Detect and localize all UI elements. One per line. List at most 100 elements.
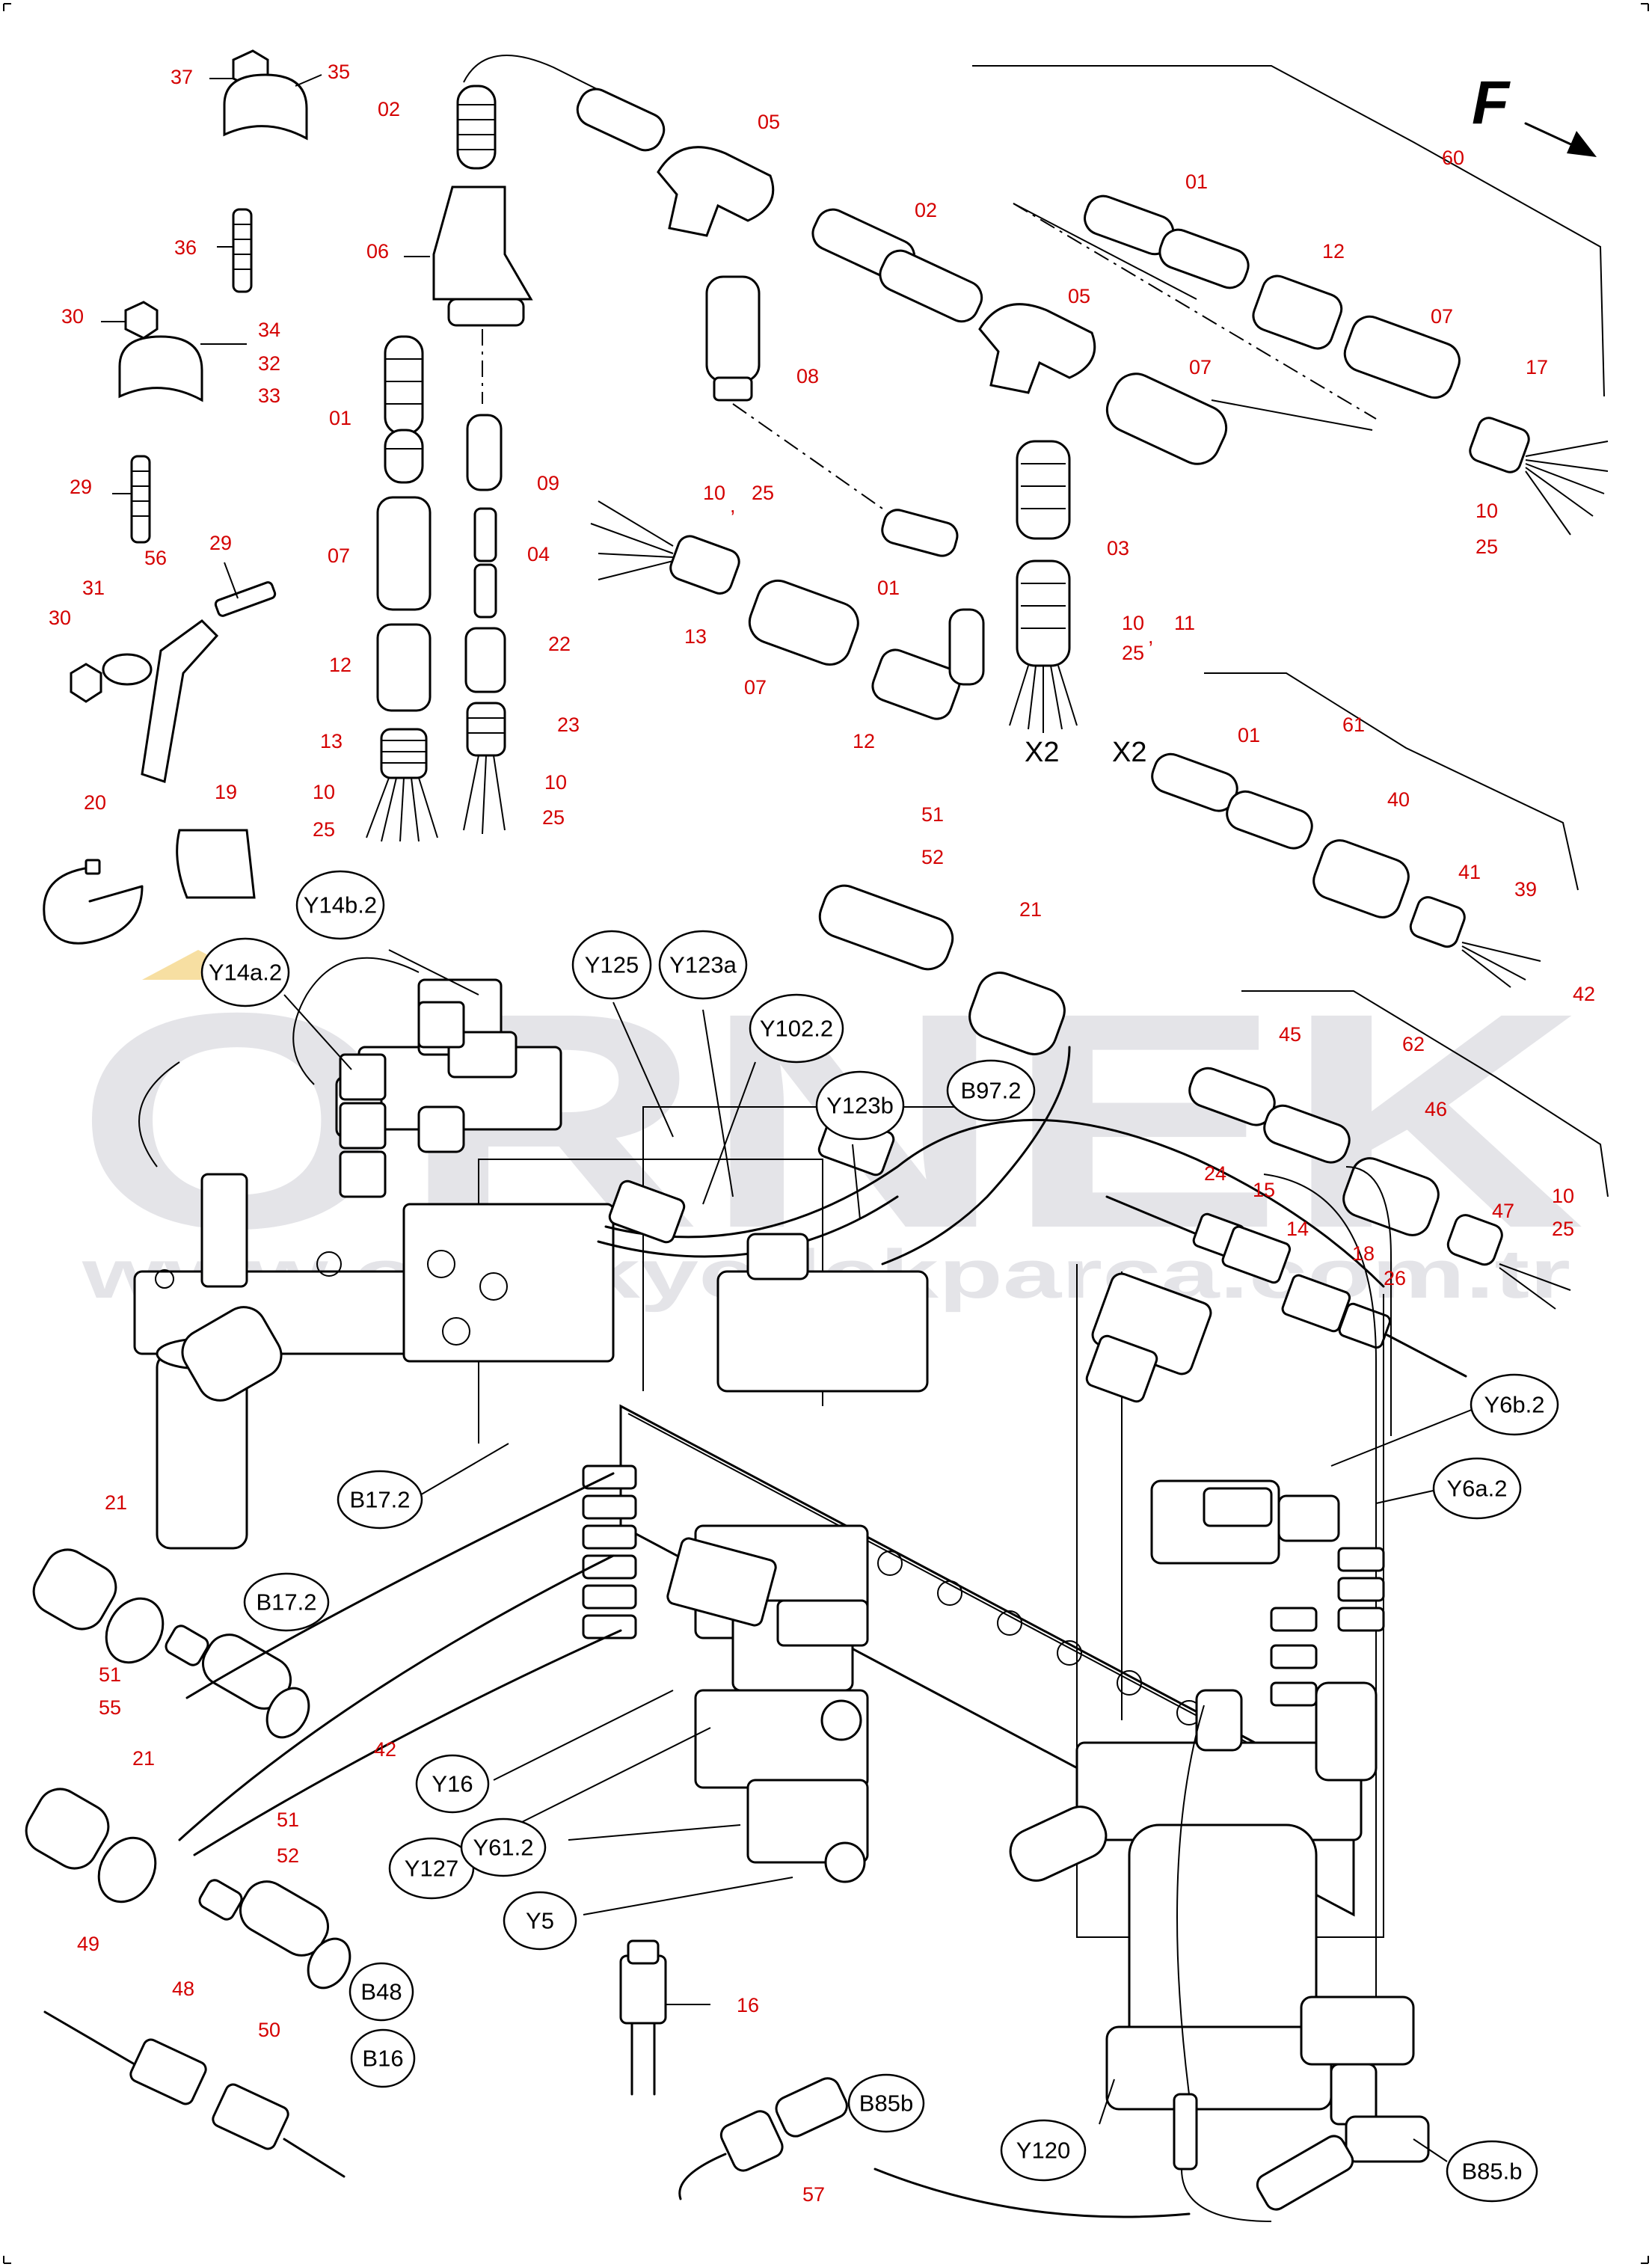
part-number: 07 — [744, 676, 767, 699]
part-number: 17 — [1526, 356, 1548, 378]
part-number: 01 — [1185, 171, 1208, 193]
part-number: 12 — [329, 654, 351, 676]
part-number: 37 — [171, 66, 193, 88]
part-number: 09 — [537, 472, 559, 494]
clamp-assembly-middle — [101, 301, 247, 544]
part-number: 51 — [921, 803, 944, 826]
part-number: 10 — [1122, 612, 1144, 634]
plug-connector-16 — [619, 1939, 710, 2096]
svg-text:B16: B16 — [362, 2046, 403, 2072]
part-number: 32 — [258, 352, 280, 375]
svg-text:Y6a.2: Y6a.2 — [1446, 1476, 1507, 1502]
component-label: Y123a — [658, 930, 748, 1000]
component-label: Y102.2 — [749, 993, 844, 1064]
svg-text:Y102.2: Y102.2 — [760, 1016, 833, 1042]
part-number: 07 — [1189, 356, 1212, 378]
part-number: 46 — [1425, 1098, 1447, 1120]
svg-text:Y16: Y16 — [432, 1771, 473, 1797]
hose-assembly-right — [1084, 194, 1609, 536]
part-number: 15 — [1253, 1179, 1275, 1201]
component-label: Y6a.2 — [1432, 1457, 1522, 1520]
part-number: 05 — [1068, 285, 1090, 307]
x2-label: X2 — [1112, 737, 1146, 768]
component-label: Y61.2 — [460, 1817, 547, 1877]
part-number: 33 — [258, 384, 280, 407]
x2-label: X2 — [1025, 737, 1059, 768]
svg-text:B17.2: B17.2 — [256, 1589, 316, 1616]
part-number: 23 — [557, 714, 580, 736]
part-number: 29 — [209, 532, 232, 554]
plug-connectors-right — [1105, 1195, 1467, 1378]
part-number: 04 — [527, 543, 550, 565]
part-number: 07 — [1431, 305, 1453, 328]
leader-lines — [283, 949, 1481, 2162]
component-label: Y14b.2 — [295, 870, 385, 940]
part-number: 56 — [144, 547, 167, 569]
svg-text:Y123b: Y123b — [826, 1093, 894, 1119]
component-label: B85b — [847, 2073, 925, 2133]
svg-text:Y6b.2: Y6b.2 — [1484, 1392, 1544, 1418]
part-number: 26 — [1384, 1267, 1406, 1289]
component-label: B16 — [350, 2028, 416, 2088]
part-number: 62 — [1402, 1033, 1425, 1055]
part-number: 08 — [796, 365, 819, 387]
part-number: 25 — [542, 806, 565, 829]
part-number: 52 — [921, 846, 944, 868]
part-number: 02 — [915, 199, 937, 221]
forward-arrow-icon: F — [1472, 69, 1597, 157]
part-number: 12 — [1322, 240, 1345, 263]
part-number: 10 — [1476, 500, 1498, 522]
part-number: 01 — [329, 407, 351, 429]
part-number: 31 — [82, 577, 105, 599]
part-number: 51 — [277, 1809, 299, 1831]
part-number: 30 — [49, 607, 71, 629]
svg-text:B85b: B85b — [859, 2090, 913, 2117]
part-number-labels: 37 35 36 30 34 32 33 29 56 29 31 30 02 0… — [49, 61, 1595, 2206]
part-number: 51 — [99, 1663, 121, 1686]
component-label: Y127 — [388, 1837, 475, 1900]
part-number: 55 — [99, 1696, 121, 1719]
sensor-b85b — [678, 2077, 1191, 2218]
part-number: 14 — [1286, 1218, 1309, 1240]
corner-marks — [3, 3, 1649, 2264]
svg-text:B48: B48 — [360, 1979, 402, 2005]
direction-label: F — [1472, 69, 1511, 137]
part-number: 10 — [544, 771, 567, 794]
component-label: B48 — [348, 1962, 414, 2022]
comma-separator: , — [730, 494, 736, 517]
part-number: 49 — [77, 1933, 99, 1955]
part-number: 20 — [84, 791, 106, 814]
svg-text:Y123a: Y123a — [669, 952, 737, 978]
part-number: 21 — [1019, 898, 1042, 921]
svg-text:B17.2: B17.2 — [349, 1487, 410, 1513]
component-label: B17.2 — [243, 1572, 330, 1632]
component-label: B85.b — [1446, 2140, 1538, 2203]
hose-assembly-61 — [1151, 672, 1579, 988]
svg-text:Y61.2: Y61.2 — [473, 1835, 533, 1861]
part-number: 41 — [1458, 861, 1481, 883]
part-number: 21 — [132, 1747, 155, 1770]
part-number: 11 — [1174, 612, 1195, 634]
part-number: 12 — [853, 730, 875, 752]
component-label: Y14a.2 — [200, 937, 290, 1007]
comma-separator: , — [1148, 625, 1154, 648]
part-number: 25 — [1552, 1218, 1574, 1240]
part-number: 10 — [313, 781, 335, 803]
part-number: 10 — [703, 482, 725, 504]
part-number: 02 — [378, 98, 400, 120]
part-number: 29 — [70, 476, 92, 498]
svg-text:Y127: Y127 — [405, 1856, 458, 1882]
part-number: 42 — [1573, 983, 1595, 1005]
part-number: 10 — [1552, 1185, 1574, 1207]
part-number: 52 — [277, 1844, 299, 1867]
svg-text:Y14a.2: Y14a.2 — [209, 960, 282, 986]
component-label: Y16 — [415, 1754, 490, 1814]
bracket-with-screw — [70, 562, 277, 783]
component-label: Y120 — [1000, 2119, 1087, 2182]
part-number: 34 — [258, 319, 280, 341]
part-number: 01 — [1238, 724, 1260, 746]
part-number: 25 — [1476, 536, 1498, 558]
part-number: 42 — [374, 1738, 396, 1761]
sensor-connector-top — [818, 884, 1071, 1266]
plug-connectors-left — [43, 2010, 346, 2178]
